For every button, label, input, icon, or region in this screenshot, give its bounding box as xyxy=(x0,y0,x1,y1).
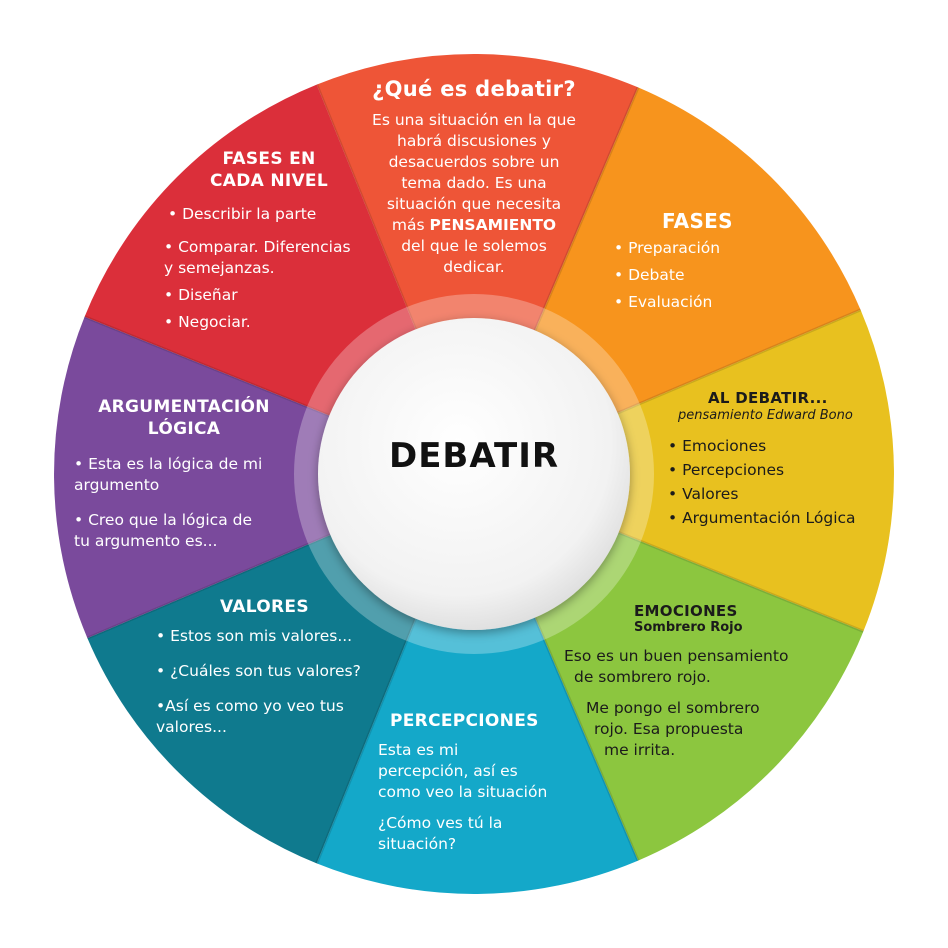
segment-wedge-percepciones xyxy=(316,474,639,894)
segment-title: EMOCIONES xyxy=(634,602,738,620)
list-item: Valores xyxy=(668,484,898,505)
segment-al-debatir: AL DEBATIR... pensamiento Edward Bono Em… xyxy=(668,388,898,532)
segment-title: ARGUMENTACIÓN LÓGICA xyxy=(98,397,270,439)
list-item: • Comparar. Diferencias y semejanzas. xyxy=(164,238,351,277)
segment-subtitle: pensamiento Edward Bono xyxy=(678,408,853,423)
list-item: Emociones xyxy=(668,436,898,457)
list-item: Describir la parte xyxy=(168,204,384,225)
text-line: del que le solemos xyxy=(401,237,547,255)
list-item: • Creo que la lógica de tu argumento es.… xyxy=(74,511,252,550)
list-item: • Esta es la lógica de mi argumento xyxy=(74,455,263,494)
segment-emociones: EMOCIONES Sombrero Rojo Eso es un buen p… xyxy=(564,602,834,761)
segment-title: ¿Qué es debatir? xyxy=(372,77,576,101)
segment-fases-en-cada-nivel: FASES EN CADA NIVEL Describir la parte •… xyxy=(164,148,384,339)
text-line: tema dado. Es una xyxy=(401,174,547,192)
text-line: Es una situación en la que xyxy=(372,111,576,129)
list-item: Debate xyxy=(614,265,814,286)
segment-wedge-que-es xyxy=(316,54,639,475)
segment-title: FASES EN CADA NIVEL xyxy=(210,149,328,191)
segment-valores: VALORES Estos son mis valores... ¿Cuáles… xyxy=(156,596,396,738)
list-item: Evaluación xyxy=(614,292,814,313)
segment-subtitle: Sombrero Rojo xyxy=(634,620,743,635)
list-item: ¿Cómo ves tú la situación? xyxy=(378,814,503,853)
segment-argumentacion-logica: ARGUMENTACIÓN LÓGICA • Esta es la lógica… xyxy=(74,396,294,552)
center-title: DEBATIR xyxy=(388,436,560,476)
segment-title: PERCEPCIONES xyxy=(390,711,539,731)
segment-title: VALORES xyxy=(220,597,309,617)
segment-percepciones: PERCEPCIONES Esta es mi percepción, así … xyxy=(378,710,598,855)
segment-que-es-debatir: ¿Qué es debatir? Es una situación en la … xyxy=(344,76,604,278)
list-item: Me pongo el sombrero rojo. Esa propuesta… xyxy=(586,699,760,759)
list-item: Preparación xyxy=(614,238,814,259)
segment-fases: FASES Preparación Debate Evaluación xyxy=(614,210,814,319)
segment-title: FASES xyxy=(662,209,733,233)
list-item: Argumentación Lógica xyxy=(668,508,898,529)
list-item: Esta es mi percepción, así es como veo l… xyxy=(378,741,548,801)
list-item: Diseñar xyxy=(164,285,384,306)
segment-title: AL DEBATIR... xyxy=(708,389,828,407)
text-line: desacuerdos sobre un xyxy=(388,153,560,171)
text-line: más PENSAMIENTO xyxy=(391,216,557,234)
text-line: dedicar. xyxy=(443,258,505,276)
list-item: •Así es como yo veo tus valores... xyxy=(156,697,344,736)
center-disc xyxy=(318,318,630,630)
emphasis: PENSAMIENTO xyxy=(429,216,557,234)
list-item: Estos son mis valores... xyxy=(156,626,396,647)
text-line: situación que necesita xyxy=(386,195,562,213)
list-item: Negociar. xyxy=(164,312,384,333)
list-item: ¿Cuáles son tus valores? xyxy=(156,661,396,682)
list-item: Percepciones xyxy=(668,460,898,481)
list-item: Eso es un buen pensamiento de sombrero r… xyxy=(564,647,789,686)
text-line: habrá discusiones y xyxy=(397,132,551,150)
segment-wedge-argumentacion xyxy=(54,316,475,639)
